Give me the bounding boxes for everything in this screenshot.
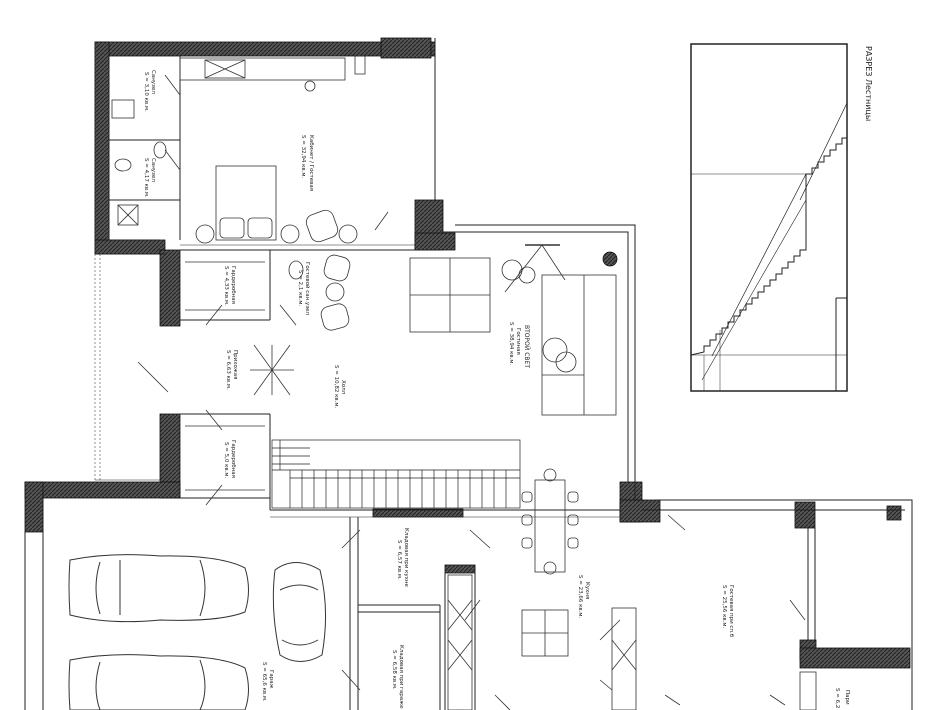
room-pantry-kitchen-area: S = 6,57 кв.м. — [396, 540, 402, 580]
room-porch-name: Пари — [844, 690, 850, 705]
room-second-light-area: S = 38,94 кв.м. — [508, 322, 514, 366]
room-porch-area: S = 6,2 — [834, 688, 840, 708]
room-guest-room-name: Гостевая при сп.б — [728, 585, 734, 638]
furniture — [111, 55, 817, 710]
room-bath-lower-area: S = 4,17 кв.м. — [143, 158, 149, 198]
room-pantry-garage-area: S = 6,58 кв.м. — [391, 650, 397, 690]
room-hall-small-area: S = 6,63 кв.м. — [225, 350, 231, 390]
room-kitchen-name: Кухня — [584, 582, 590, 599]
room-guest-wc-name: Гостевой сан.узел — [304, 262, 311, 316]
room-pantry-kitchen-name: Кладовая при кухне — [403, 528, 409, 587]
room-bath-lower-name: Санузел — [150, 158, 156, 182]
room-garage-area: S = 65,6 кв.м. — [261, 662, 267, 702]
walls — [24, 37, 911, 669]
room-guest-room-area: S = 25,56 кв.м. — [721, 585, 727, 629]
room-kitchen-area: S = 23,66 кв.м. — [577, 575, 583, 619]
room-wardrobe-top-name: Гардеробная — [230, 266, 236, 304]
room-guest-wc-area: S = 2,1 кв.м. — [297, 270, 303, 307]
room-wardrobe-bottom-area: S = 5,0 кв.м. — [223, 442, 229, 479]
room-hall-area: S = 10,82 кв.м. — [333, 365, 339, 409]
room-garage-name: Гараж — [268, 670, 274, 689]
room-office-name: Кабинет / Гостевая — [308, 135, 314, 191]
cars — [68, 554, 327, 710]
room-hall-small-name: Прихожая — [232, 350, 238, 379]
room-bath-upper-area: S = 3,10 кв.м. — [143, 72, 149, 112]
room-wardrobe-top-area: S = 4,33 кв.м. — [223, 266, 229, 306]
wall-lines — [24, 38, 913, 710]
stair-plan — [271, 439, 521, 509]
stair-section — [690, 43, 848, 392]
room-bath-upper-name: Санузел — [150, 70, 156, 94]
room-wardrobe-bottom-name: Гардеробная — [230, 440, 236, 478]
room-pantry-garage-name: Кладовая при гараже — [398, 645, 404, 709]
room-labels: Кабинет / Гостевая S = 32,94 кв.м. Сануз… — [143, 70, 850, 709]
room-second-light-sub: Гостиная — [515, 328, 521, 355]
doors — [137, 74, 806, 710]
section-title: РАЗРЕЗ Лестницы — [864, 46, 873, 121]
room-hall-name: Холл — [340, 380, 346, 395]
room-office-area: S = 32,94 кв.м. — [300, 135, 306, 179]
room-second-light-name: ВТОРОЙ СВЕТ — [523, 325, 530, 368]
